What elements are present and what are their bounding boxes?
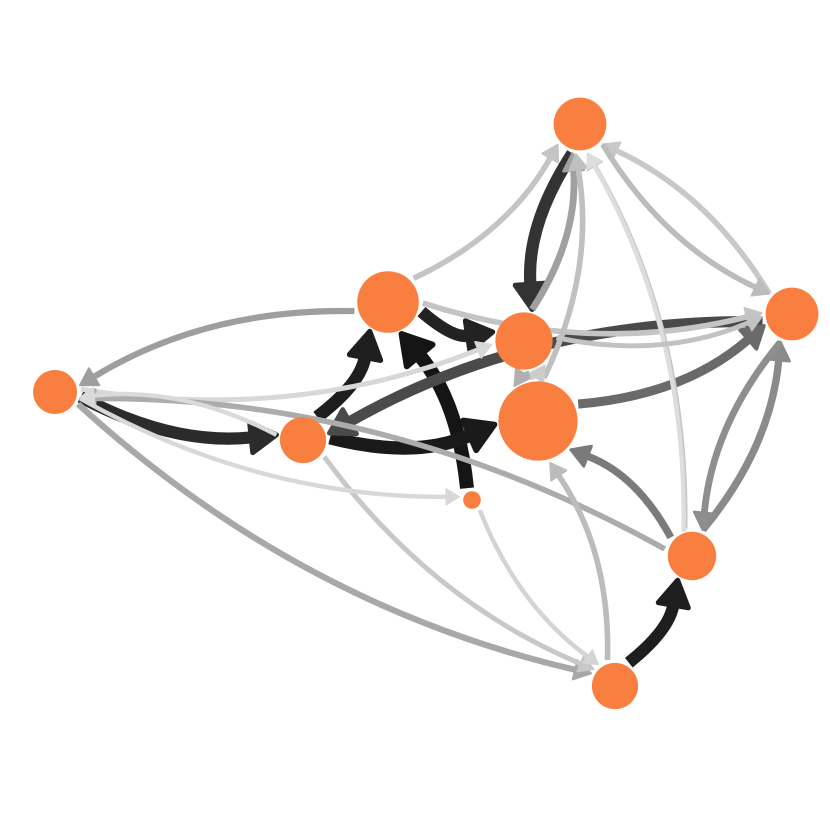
arrowhead-E-to-A — [79, 386, 96, 405]
edge-B-to-D — [412, 156, 553, 281]
arrowhead-A-to-C — [474, 341, 493, 359]
arrowhead-E-to-H — [460, 417, 498, 454]
edge-F-to-D — [615, 148, 772, 296]
arrowhead-F-to-K — [692, 510, 716, 532]
edge-G-to-D — [592, 164, 686, 532]
arrowhead-B-to-A — [79, 367, 101, 387]
arrowhead-I-to-B — [398, 331, 436, 370]
edge-B-to-A — [92, 307, 355, 380]
arrowhead-J-to-H — [549, 461, 568, 482]
node-F — [765, 287, 819, 341]
edge-I-to-J — [477, 509, 589, 659]
node-A — [33, 370, 77, 414]
edge-K-to-H — [586, 452, 675, 540]
arrowhead-B-to-D — [541, 143, 560, 164]
arrowhead-K-to-H — [569, 444, 593, 468]
arrowhead-E-to-B — [346, 328, 384, 363]
node-H — [498, 381, 578, 461]
edge-D-to-C — [523, 150, 578, 285]
arrowhead-A-to-I — [445, 488, 461, 506]
edge-E-to-A — [93, 391, 278, 437]
arrowhead-D-to-F — [750, 277, 771, 297]
edge-B-to-C — [417, 306, 469, 343]
node-D — [553, 97, 607, 151]
node-K — [667, 531, 717, 581]
edge-K-to-F — [699, 359, 783, 533]
edge-H-to-F — [577, 335, 752, 409]
edge-J-to-H — [556, 474, 611, 661]
arrowhead-C-to-F — [744, 313, 763, 332]
edge-D-to-F — [600, 142, 757, 290]
edge-J-to-K — [624, 603, 680, 668]
edge-A-to-J — [75, 401, 576, 673]
edge-C-to-D — [529, 170, 578, 312]
node-J — [591, 662, 639, 710]
arrowhead-B-to-C — [462, 318, 496, 354]
arrowhead-C-to-H — [513, 366, 532, 387]
edge-H-to-D — [541, 168, 586, 380]
arrowhead-G-to-D — [586, 152, 602, 170]
node-I — [463, 491, 481, 509]
edge-F-to-K — [700, 339, 784, 514]
arrowhead-H-to-D — [568, 153, 589, 172]
arrowhead-H-to-C — [528, 364, 546, 384]
arrowhead-I-to-J — [582, 649, 600, 666]
node-E — [279, 416, 327, 464]
edge-C-to-F — [555, 320, 750, 349]
arrowhead-J-to-K — [655, 577, 691, 611]
node-B — [357, 271, 419, 333]
edge-layer — [75, 141, 791, 681]
node-layer — [33, 97, 819, 710]
edge-B-to-F — [421, 300, 748, 337]
edge-A-to-I — [79, 396, 447, 500]
edge-A-to-E — [77, 391, 252, 445]
node-C — [495, 312, 553, 370]
edge-E-to-H — [328, 429, 473, 455]
